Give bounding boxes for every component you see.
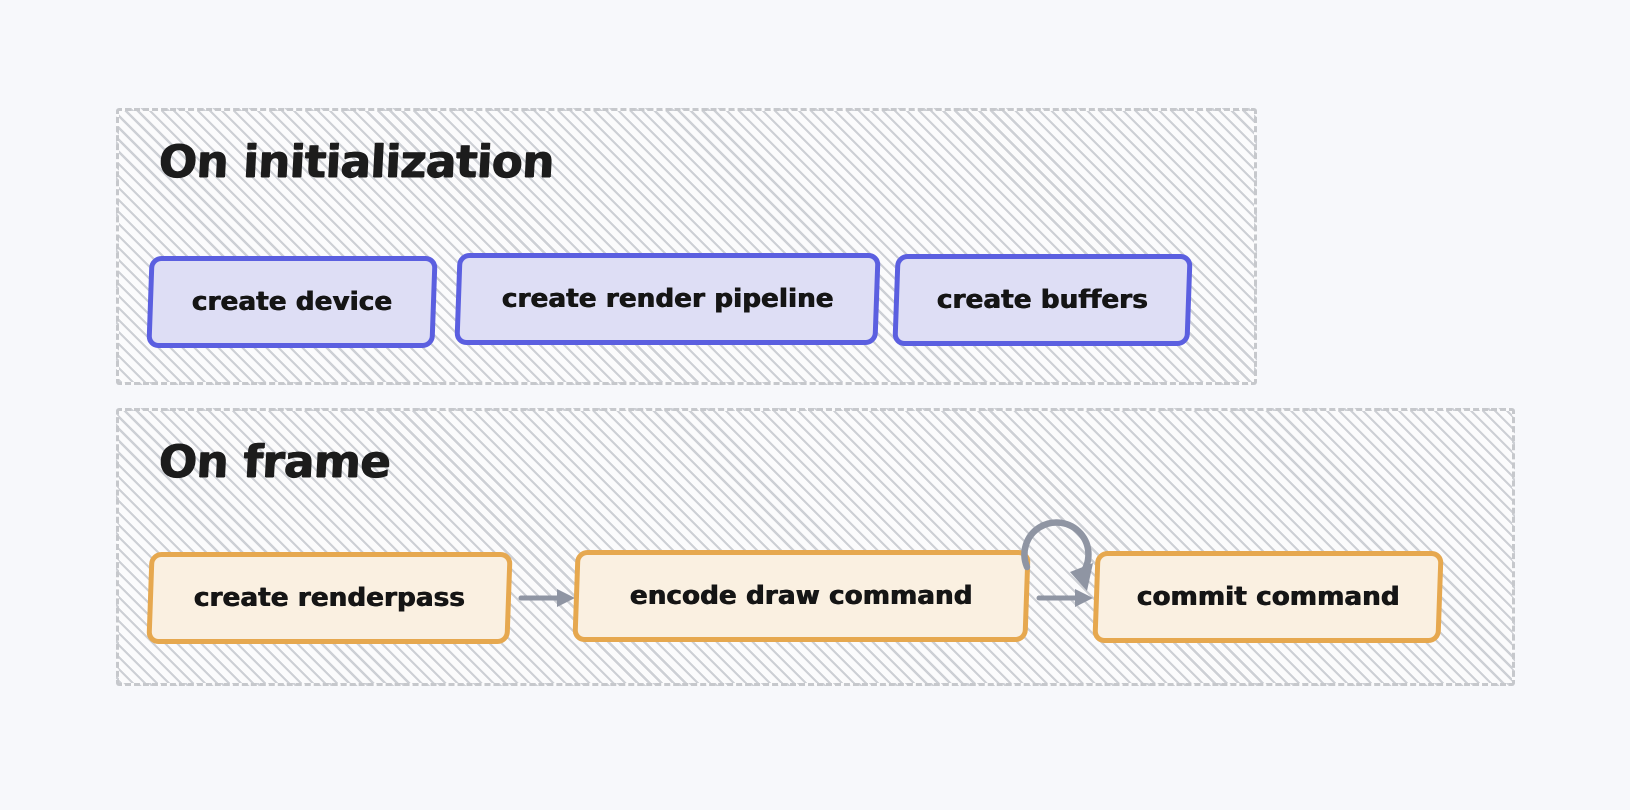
node-label-encode-draw-command: encode draw command [630, 581, 973, 611]
node-create-renderpass[interactable]: create renderpass [146, 552, 513, 644]
node-label-create-buffers: create buffers [936, 285, 1148, 315]
group-on-initialization: On initialization create device create r… [116, 108, 1257, 385]
node-label-create-renderpass: create renderpass [193, 583, 466, 613]
node-label-commit-command: commit command [1136, 582, 1400, 612]
node-commit-command[interactable]: commit command [1092, 551, 1444, 643]
node-encode-draw-command[interactable]: encode draw command [572, 550, 1031, 642]
node-label-create-device: create device [191, 287, 393, 317]
node-create-device[interactable]: create device [146, 256, 438, 348]
node-label-create-render-pipeline: create render pipeline [501, 284, 834, 314]
group-on-frame: On frame create renderpass encode draw c… [116, 408, 1515, 686]
node-create-render-pipeline[interactable]: create render pipeline [454, 253, 881, 345]
node-row-frame: create renderpass encode draw command [119, 411, 1512, 683]
node-row-initialization: create device create render pipeline cre… [119, 111, 1254, 382]
arrow-right-icon-encode-to-commit [1036, 589, 1093, 607]
arrow-right-icon-renderpass-to-encode [518, 589, 575, 607]
node-create-buffers[interactable]: create buffers [892, 254, 1193, 346]
